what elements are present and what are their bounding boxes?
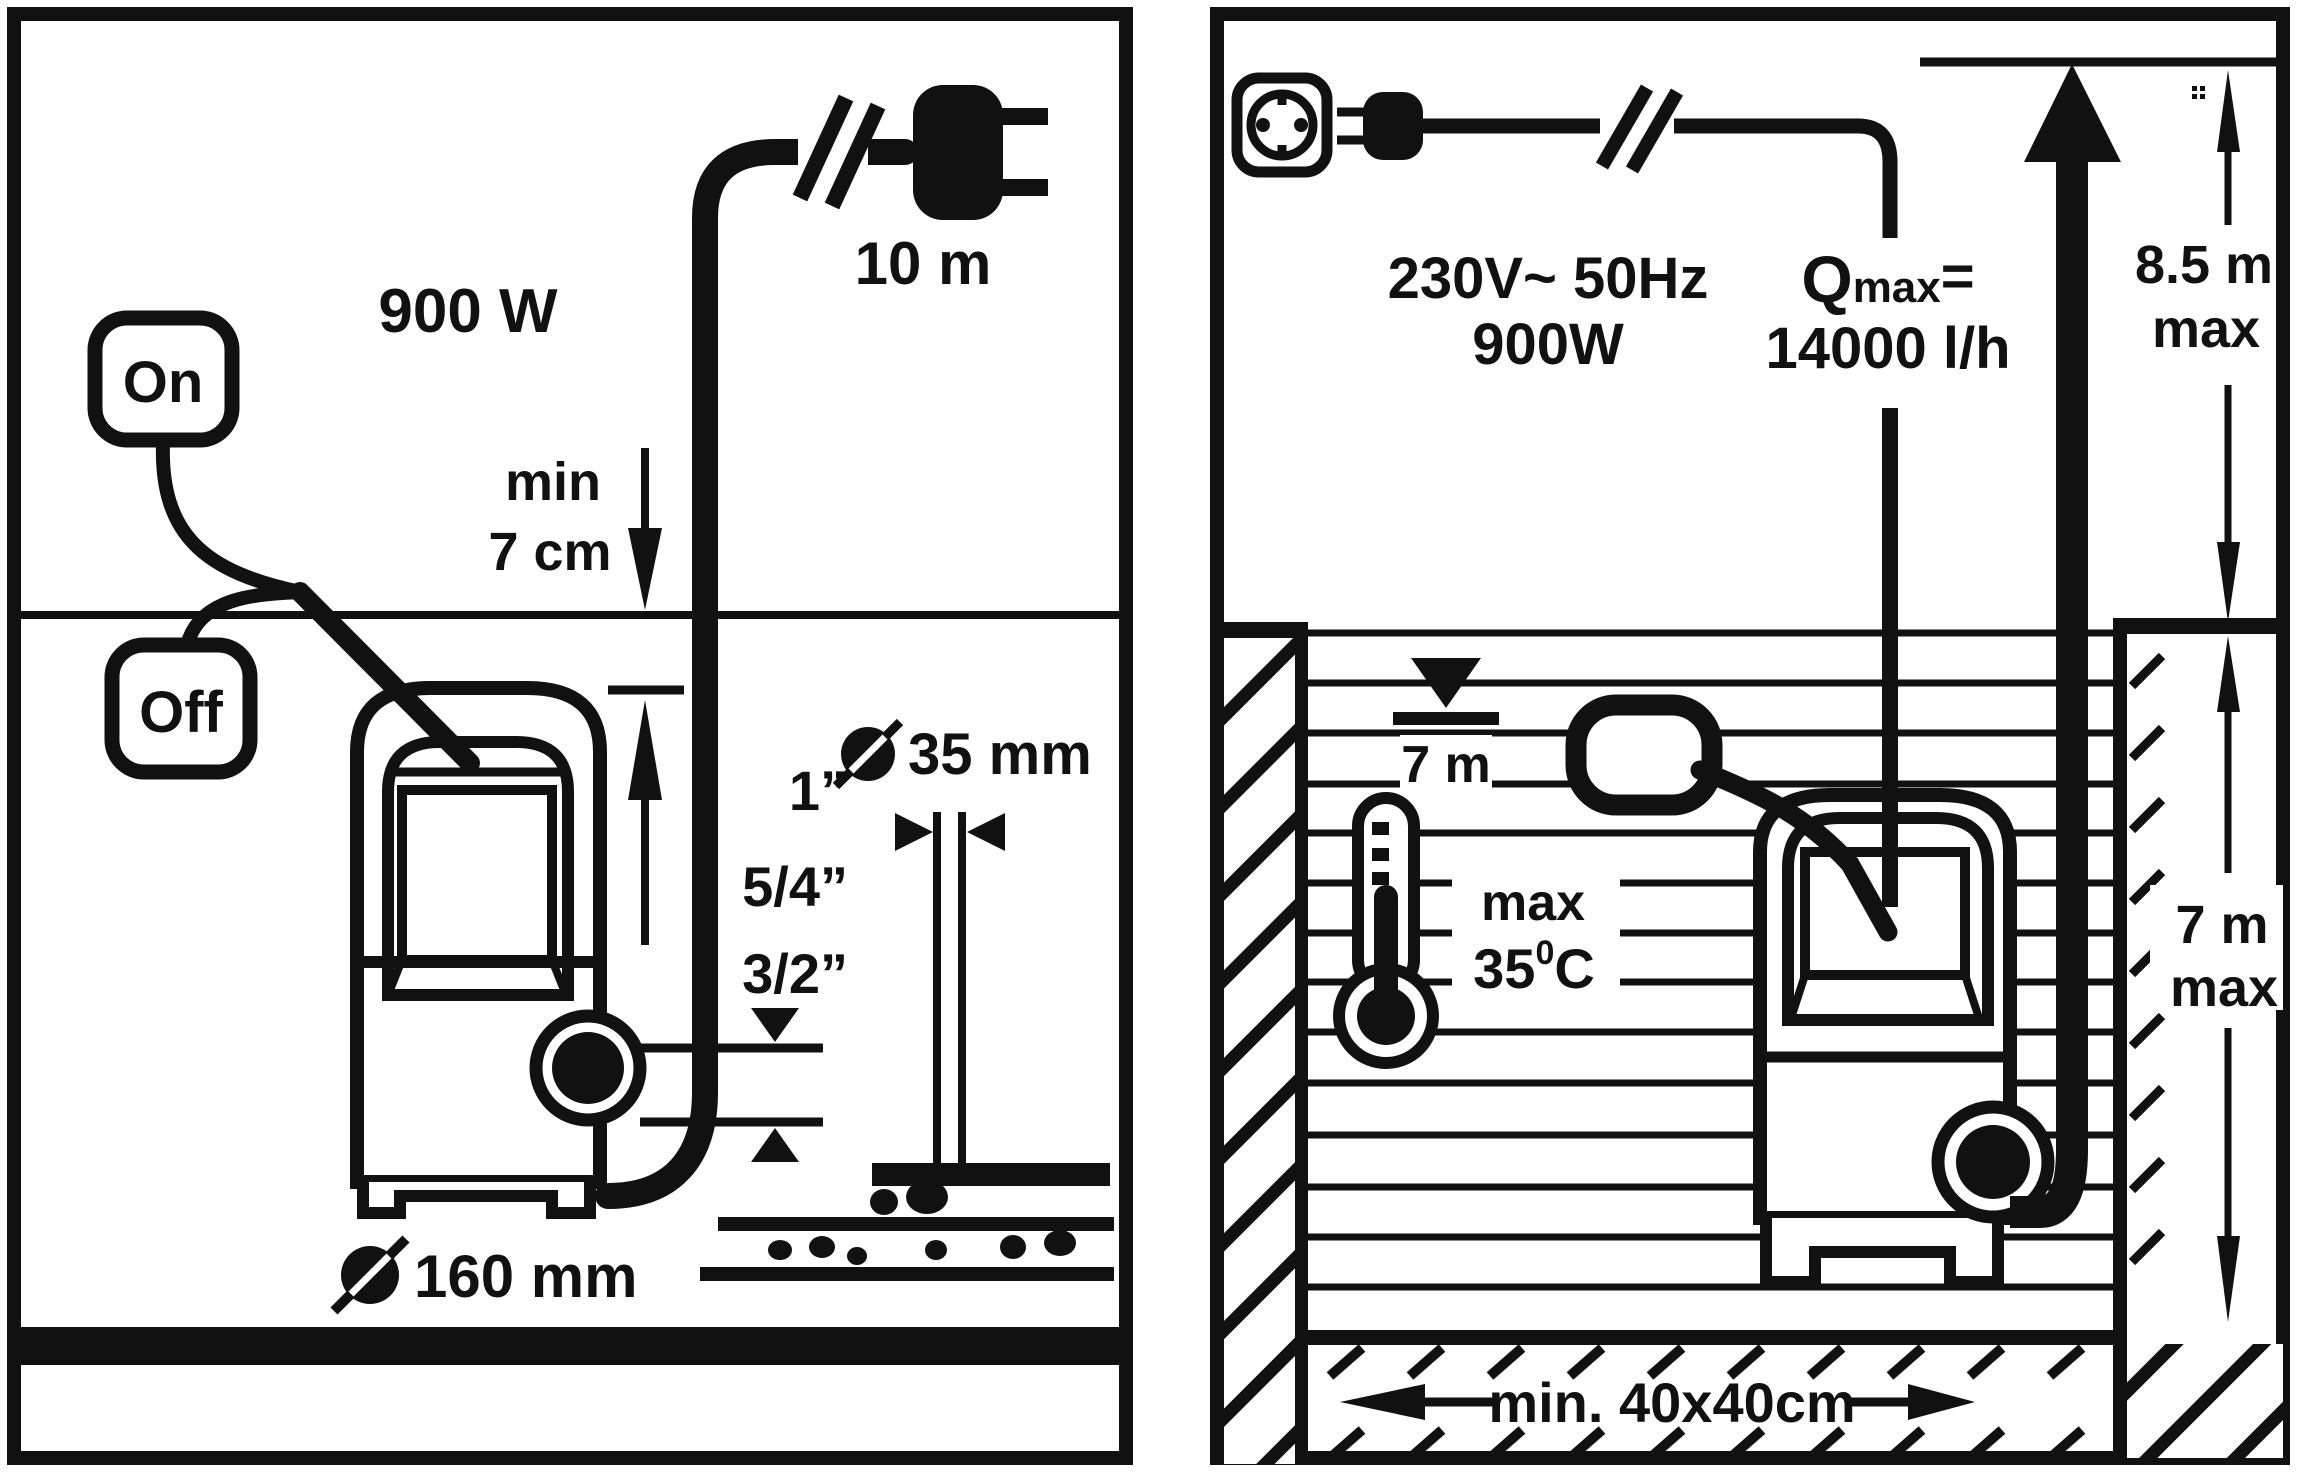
fitting-size-label: 3/2” — [742, 942, 848, 1005]
float-switch-icon — [1565, 694, 1723, 816]
depth-value-label: 7 m — [2175, 895, 2268, 955]
right-panel-border — [1210, 7, 2290, 1465]
depth-dimension: 7 m max — [2150, 636, 2283, 1322]
pump-feet — [1760, 1218, 2004, 1288]
pit-size-label: min. 40x40cm — [1488, 1371, 1855, 1434]
water-level-marker-icon: 7 m — [1393, 658, 1499, 794]
switch-cable — [155, 436, 307, 599]
discharge-pipe — [872, 812, 1110, 1186]
fitting-size-label: 5/4” — [742, 855, 848, 918]
pebble — [906, 1180, 948, 1214]
ground-base-bar — [19, 1327, 1121, 1365]
supply-voltage-label: 230V~ 50Hz — [1388, 246, 1709, 311]
arrow-down-icon — [628, 528, 662, 610]
pebble — [1000, 1235, 1026, 1259]
pebble — [809, 1236, 835, 1258]
off-label: Off — [139, 680, 223, 745]
pebble — [1044, 1230, 1076, 1256]
pipe-base-plate — [872, 1163, 1110, 1186]
min-depth-label-2: 7 cm — [488, 522, 611, 582]
wall-socket-icon — [1231, 72, 1333, 178]
switch-cable-into-pump — [290, 582, 480, 773]
arrow-up-icon — [2217, 70, 2240, 152]
pump-outlet-port — [552, 1032, 624, 1104]
thermometer-icon — [1333, 792, 1439, 1069]
arrow-up-icon — [628, 700, 662, 800]
arrow-right-icon — [895, 813, 933, 851]
corner-ground-block — [2127, 1344, 2283, 1458]
left-panel-border — [7, 7, 1133, 1465]
pebble — [870, 1189, 898, 1215]
cable-break-icon — [1595, 84, 1684, 174]
pump-outlet-port — [1956, 1125, 2030, 1199]
pit-size-dimension: min. 40x40cm — [1326, 1344, 2086, 1462]
pebble — [925, 1240, 947, 1260]
ground-layers — [19, 1180, 1121, 1365]
on-label: On — [123, 350, 204, 415]
qmax-value: 14000 l/h — [1765, 316, 2010, 381]
pebble — [768, 1240, 792, 1260]
temp-unit: C — [1554, 937, 1594, 1000]
head-value-label: 8.5 m — [2135, 235, 2273, 295]
power-cable — [595, 139, 918, 1209]
power-cable — [1674, 118, 1898, 238]
arrow-up-icon — [2217, 636, 2240, 712]
temp-max-word: max — [1481, 874, 1585, 932]
floor-hatch-ticks — [1326, 1344, 2086, 1462]
head-max-label: max — [2152, 299, 2260, 359]
supply-power-label: 900W — [1472, 312, 1624, 377]
left-panel-figure: On Off 900 W 10 m min 7 cm 1” 5/4” 3/2” … — [7, 7, 1133, 1465]
hose-diameter-value: 35 mm — [908, 722, 1092, 787]
arrow-left-icon — [967, 813, 1005, 851]
pebble — [847, 1247, 867, 1265]
temp-degree: 0 — [1535, 934, 1554, 972]
min-depth-dimension — [608, 448, 684, 945]
pit-floor — [1308, 1330, 2113, 1345]
hose-diameter-label: 35 mm — [832, 718, 1092, 790]
off-switch-badge: Off — [104, 637, 258, 780]
submersible-pump-icon — [350, 681, 647, 1219]
submersible-pump-icon — [1753, 788, 2055, 1288]
wall-hatch-ticks — [2128, 652, 2166, 1266]
qmax-eq: = — [1941, 244, 1975, 309]
arrow-down-icon — [2217, 542, 2240, 622]
qmax-q: Q — [1801, 242, 1852, 316]
water-level-label: 7 m — [1401, 736, 1491, 794]
power-rating-label: 900 W — [378, 277, 558, 346]
fitting-size-label: 1” — [789, 759, 848, 822]
arrow-left-icon — [1340, 1384, 1425, 1420]
min-depth-label-1: min — [505, 452, 601, 512]
speck-marks — [2192, 86, 2205, 99]
float-switch-cable — [1690, 760, 1898, 942]
cable-length-label: 10 m — [855, 230, 992, 297]
arrow-right-icon — [1908, 1384, 1975, 1420]
base-diameter-label: 160 mm — [330, 1235, 637, 1315]
fitting-marker-down-icon — [751, 1008, 799, 1042]
right-panel-figure: 230V~ 50Hz 900W Qmax= 14000 l/h 8.5 m ma… — [1210, 7, 2290, 1465]
depth-max-label: max — [2170, 958, 2278, 1018]
max-temperature-label: max 350C — [1452, 868, 1620, 1000]
temp-number: 35 — [1473, 937, 1535, 1000]
head-dimension: 8.5 m max — [2135, 70, 2273, 622]
temp-value: 350C — [1473, 934, 1595, 1000]
pit-right-wall — [2113, 618, 2289, 1464]
base-diameter-value: 160 mm — [414, 1243, 637, 1310]
qmax-sub: max — [1853, 263, 1942, 312]
power-plug-icon — [913, 85, 1048, 220]
diameter-symbol-icon — [832, 718, 904, 790]
power-plug-icon — [1337, 92, 1423, 160]
qmax-label: Qmax= — [1801, 242, 1974, 316]
diameter-symbol-icon — [330, 1235, 410, 1315]
fitting-marker-up-icon — [751, 1128, 799, 1162]
pit-left-wall — [1218, 622, 1308, 1464]
cable-break-icon — [792, 94, 886, 210]
switch-cable — [180, 585, 309, 652]
arrow-down-icon — [2217, 1236, 2240, 1322]
pump-feet — [357, 1182, 596, 1219]
on-switch-badge: On — [87, 310, 240, 448]
flow-arrow-icon — [2010, 64, 2121, 1228]
